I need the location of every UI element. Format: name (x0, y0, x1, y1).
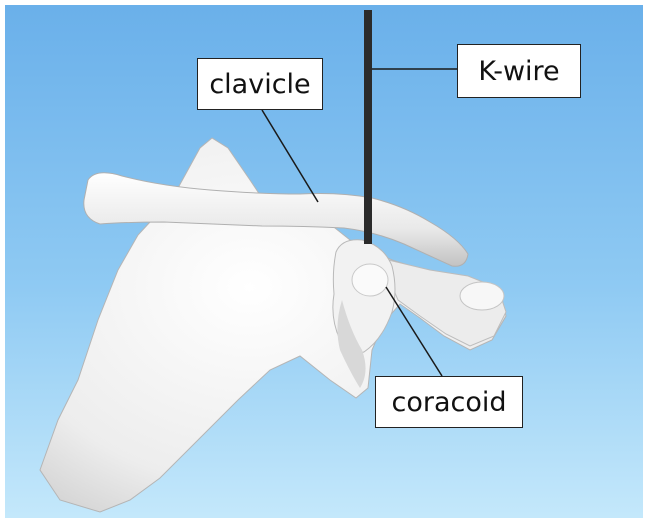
clavicle-label-text: clavicle (209, 69, 310, 100)
clavicle-label: clavicle (197, 58, 323, 110)
k-wire-label-text: K-wire (478, 56, 559, 87)
k-wire-label: K-wire (457, 44, 581, 98)
coracoid-label-text: coracoid (391, 387, 506, 418)
k-wire (364, 10, 372, 244)
coracoid-label: coracoid (375, 376, 523, 428)
acromion-tip (460, 282, 504, 310)
coracoid-tip (352, 264, 388, 296)
